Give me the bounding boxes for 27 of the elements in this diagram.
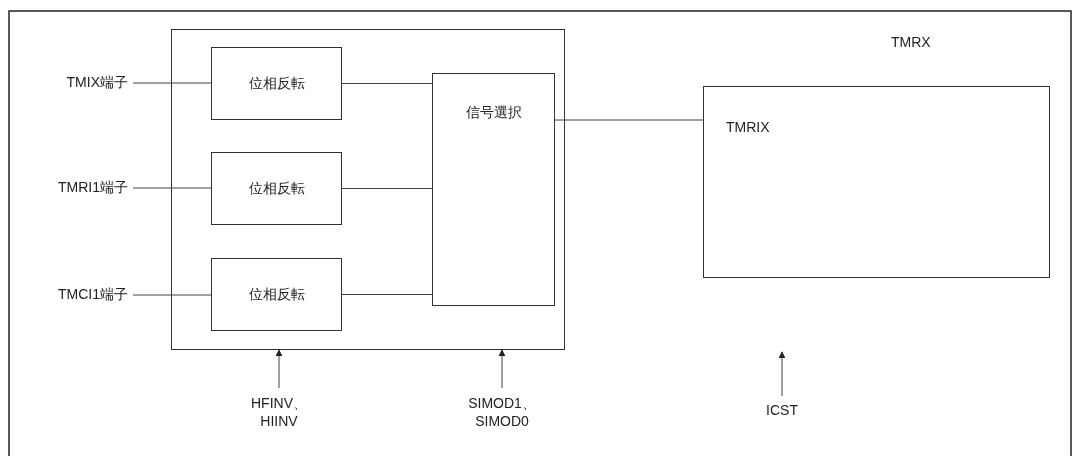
register-label: ICST: [752, 400, 812, 420]
process-box: [211, 152, 342, 225]
pin-label: TMRI1端子: [20, 178, 128, 198]
arrow: [275, 349, 283, 389]
process-box: [211, 258, 342, 331]
register-label: SIMOD1、 SIMOD0: [442, 392, 562, 432]
connector-line: [132, 294, 212, 296]
register-label: HFINV、 HIINV: [244, 392, 314, 432]
port-label: TMRIX: [726, 119, 770, 135]
container-box: [171, 29, 565, 350]
process-box: [432, 73, 555, 306]
box-label: 位相反転: [248, 285, 305, 304]
arrow: [498, 349, 506, 389]
connector-line: [554, 119, 704, 121]
box-label: 信号選択: [465, 104, 522, 122]
block-title: TMRX: [891, 34, 931, 50]
arrow: [778, 351, 786, 397]
connector-line: [132, 82, 212, 84]
process-box: [211, 47, 342, 120]
box-label: 位相反転: [248, 179, 305, 198]
connector-line: [341, 83, 433, 84]
pin-label: TMIX端子: [20, 73, 128, 93]
connector-line: [341, 294, 433, 295]
connector-line: [341, 188, 433, 189]
box-label: 位相反転: [248, 74, 305, 93]
pin-label: TMCI1端子: [20, 285, 128, 305]
connector-line: [132, 187, 212, 189]
